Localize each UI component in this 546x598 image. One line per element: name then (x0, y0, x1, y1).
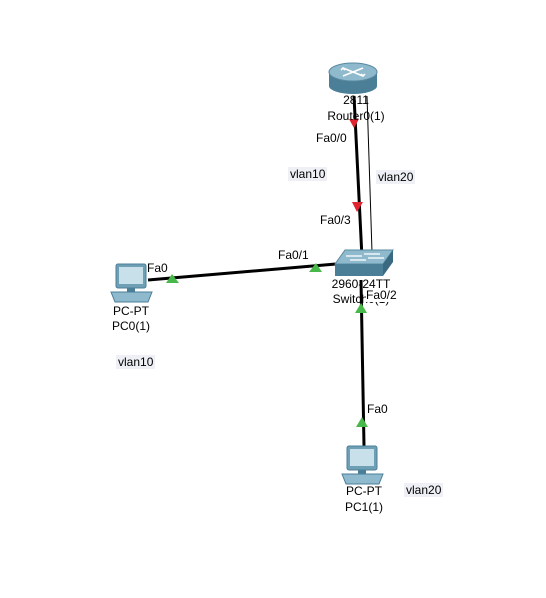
port-label-router-fa00: Fa0/0 (316, 131, 347, 145)
router-name-label: Router0(1) (327, 109, 385, 123)
link-pc0-switch[interactable] (147, 262, 337, 282)
pc1-icon[interactable] (341, 445, 384, 485)
port-label-pc0-fa0: Fa0 (147, 261, 168, 275)
link-up-marker-switch-fa02 (355, 303, 367, 313)
link-down-marker-switch-fa03 (352, 202, 363, 212)
link-up-marker-pc1 (356, 417, 368, 427)
pc0-name-label: PC0(1) (111, 319, 151, 333)
port-label-switch-fa03: Fa0/3 (320, 213, 351, 227)
router-icon[interactable] (328, 62, 378, 94)
switch-icon[interactable] (334, 249, 394, 276)
pc1-name-label: PC1(1) (344, 500, 384, 514)
link-status-markers (166, 119, 368, 427)
note-vlan20-link: vlan20 (376, 170, 416, 184)
port-label-switch-fa01: Fa0/1 (278, 248, 309, 262)
note-vlan10-pc0: vlan10 (116, 355, 156, 369)
port-label-switch-fa02: Fa0/2 (366, 288, 397, 302)
link-up-marker-pc0 (166, 274, 179, 283)
note-vlan10-link: vlan10 (288, 167, 328, 181)
link-up-marker-switch-fa01 (309, 263, 322, 272)
pc0-icon[interactable] (110, 263, 153, 303)
link-down-marker-router (349, 119, 359, 128)
note-vlan20-pc1: vlan20 (404, 483, 444, 497)
link-router-switch-thin[interactable] (366, 95, 373, 253)
router-model-label: 2811 (343, 93, 369, 107)
pc0-model-label: PC-PT (113, 304, 149, 318)
switch-model-label: 2960-24TT (331, 277, 391, 291)
pc1-model-label: PC-PT (346, 484, 382, 498)
port-label-pc1-fa0: Fa0 (367, 402, 388, 416)
